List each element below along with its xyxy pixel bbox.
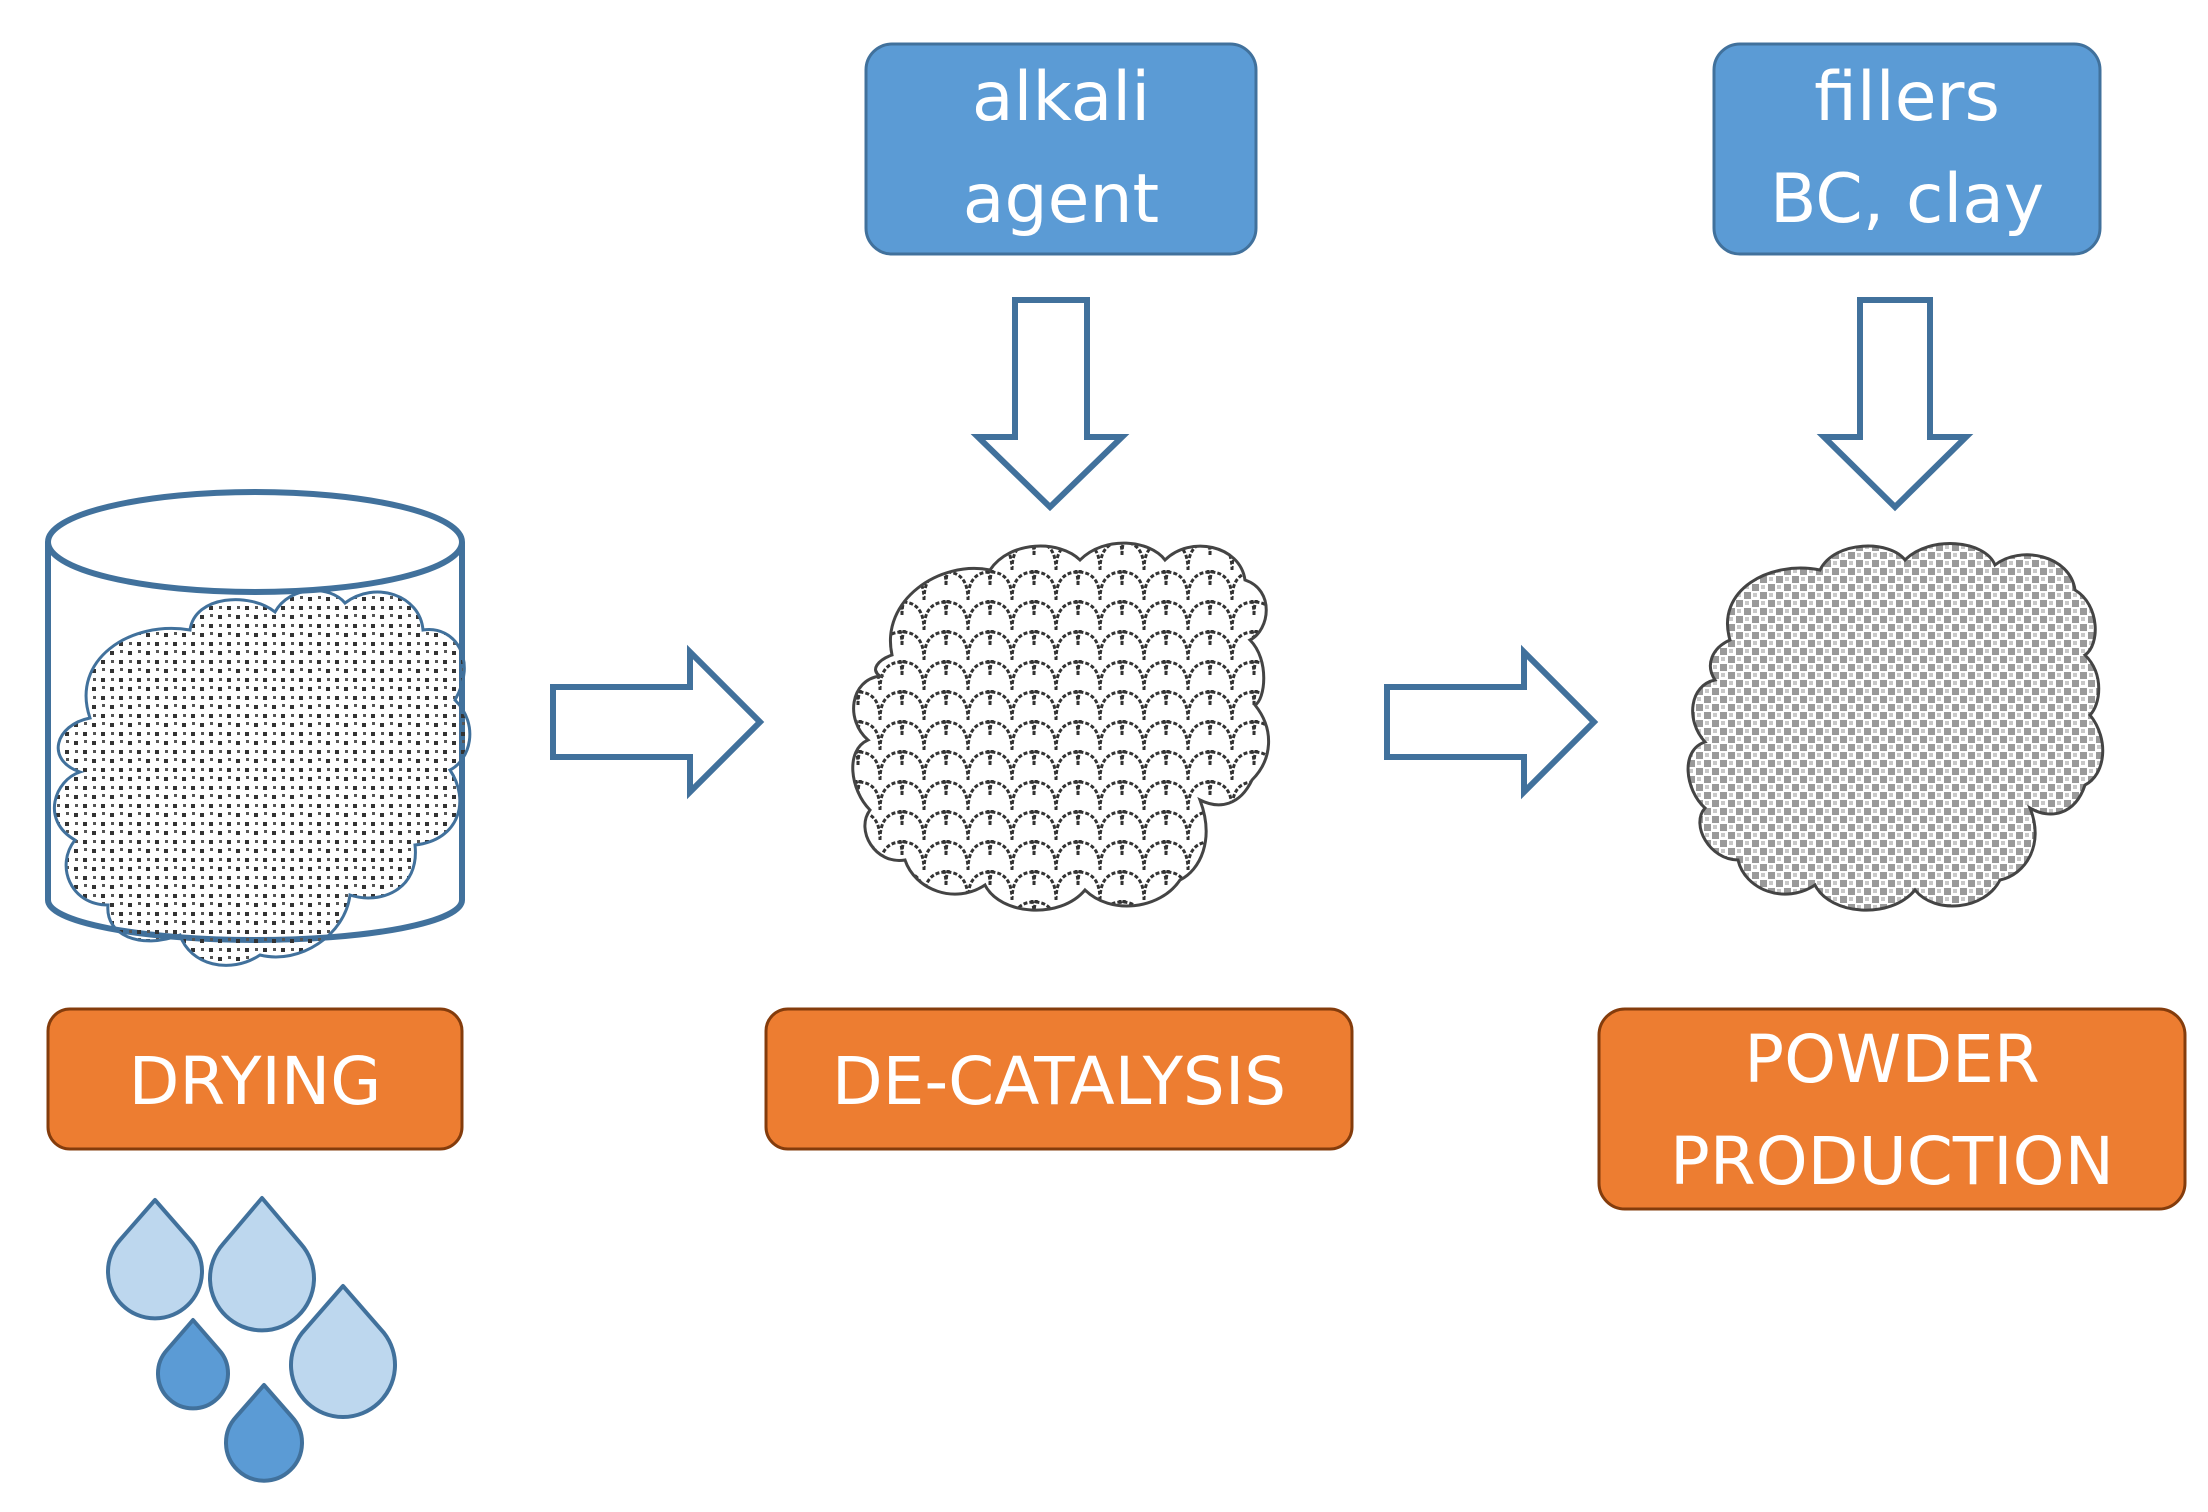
cylinder-top bbox=[45, 489, 465, 595]
cellulose-cloud-decatalysed bbox=[851, 541, 1270, 912]
powder-cloud bbox=[1686, 542, 2105, 912]
fillers-line2: BC, clay bbox=[1770, 160, 2044, 239]
cellulose-cloud-wet bbox=[53, 589, 472, 967]
down-arrow-fillers bbox=[1816, 297, 1974, 512]
step-powder-production: POWDER PRODUCTION bbox=[1597, 1007, 2187, 1211]
alkali-agent-line1: alkali bbox=[972, 58, 1150, 137]
water-drop-icon bbox=[156, 1318, 230, 1411]
right-arrow-2 bbox=[1384, 644, 1599, 800]
fillers-input: fillers BC, clay bbox=[1712, 42, 2102, 256]
fillers-box bbox=[1712, 42, 2102, 256]
step-decatalysis: DE-CATALYSIS bbox=[764, 1007, 1354, 1151]
alkali-agent-input: alkali agent bbox=[864, 42, 1258, 256]
water-drop-icon bbox=[208, 1196, 316, 1333]
drying-box bbox=[46, 1007, 464, 1151]
alkali-agent-box bbox=[864, 42, 1258, 256]
decatalysis-box bbox=[764, 1007, 1354, 1151]
water-drop-icon bbox=[289, 1284, 397, 1419]
powder-production-box bbox=[1597, 1007, 2187, 1211]
water-drop-icon bbox=[106, 1198, 204, 1321]
right-arrow-1 bbox=[550, 644, 765, 800]
powder-production-line1: POWDER bbox=[1744, 1021, 2039, 1098]
drying-label: DRYING bbox=[129, 1043, 382, 1120]
step-drying: DRYING bbox=[46, 1007, 464, 1151]
decatalysis-label: DE-CATALYSIS bbox=[832, 1043, 1286, 1120]
water-drops bbox=[106, 1196, 397, 1483]
water-drop-icon bbox=[224, 1383, 304, 1483]
down-arrow-alkali bbox=[970, 297, 1130, 512]
alkali-agent-line2: agent bbox=[963, 160, 1159, 239]
drying-container bbox=[45, 489, 472, 967]
powder-production-line2: PRODUCTION bbox=[1670, 1123, 2114, 1200]
fillers-line1: fillers bbox=[1814, 58, 2000, 137]
